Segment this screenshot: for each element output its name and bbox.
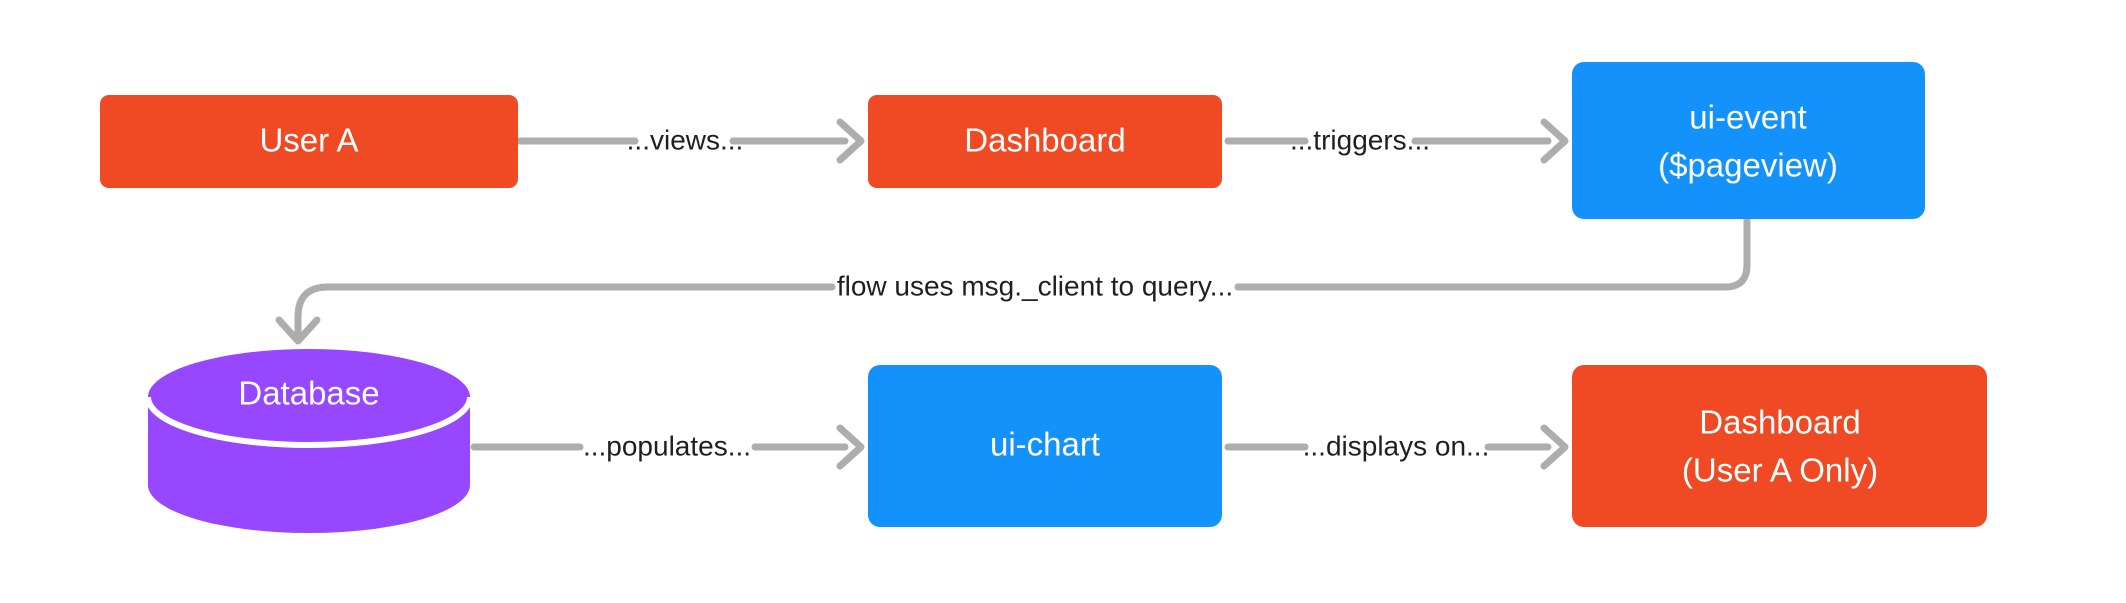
edge-views: ...views... bbox=[516, 118, 865, 164]
edge-populates-label: ...populates... bbox=[583, 430, 751, 461]
node-ui-chart[interactable]: ui-chart bbox=[868, 365, 1222, 527]
node-ui-event-shape[interactable] bbox=[1572, 62, 1925, 219]
edge-views-label: ...views... bbox=[627, 124, 744, 155]
node-user-a-label: User A bbox=[259, 122, 358, 159]
node-ui-event-label-line1: ui-event bbox=[1689, 99, 1806, 136]
edge-views-arrowhead bbox=[836, 118, 865, 164]
node-user-a[interactable]: User A bbox=[100, 95, 518, 188]
node-dashboard-user-a-label-line2: (User A Only) bbox=[1682, 452, 1878, 489]
edge-populates-arrowhead bbox=[836, 424, 865, 470]
node-dashboard-top[interactable]: Dashboard bbox=[868, 95, 1222, 188]
node-dashboard-top-label: Dashboard bbox=[964, 122, 1125, 159]
node-dashboard-top-shape[interactable] bbox=[868, 95, 1222, 188]
node-dashboard-user-a-shape[interactable] bbox=[1572, 365, 1987, 527]
node-dashboard-user-a-label-line1: Dashboard bbox=[1699, 404, 1860, 441]
node-ui-chart-label: ui-chart bbox=[990, 426, 1100, 463]
node-database[interactable]: Database bbox=[145, 349, 473, 533]
edge-query-line-right bbox=[1234, 215, 1751, 291]
edge-query: flow uses msg._client to query... bbox=[275, 215, 1751, 345]
edge-populates: ...populates... bbox=[470, 424, 865, 470]
edge-query-line-left bbox=[294, 283, 836, 341]
edge-query-label: flow uses msg._client to query... bbox=[837, 270, 1233, 301]
node-ui-chart-shape[interactable] bbox=[868, 365, 1222, 527]
edge-displays-label: ...displays on... bbox=[1303, 430, 1490, 461]
edge-query-arrowhead bbox=[275, 316, 321, 345]
node-database-label: Database bbox=[238, 375, 379, 412]
node-database-top-cap[interactable] bbox=[148, 349, 470, 445]
edge-displays-arrowhead bbox=[1540, 424, 1569, 470]
node-user-a-shape[interactable] bbox=[100, 95, 518, 188]
node-database-cap-divider bbox=[145, 396, 473, 448]
node-ui-event-label-line2: ($pageview) bbox=[1658, 147, 1838, 184]
edge-triggers-label: ...triggers... bbox=[1290, 124, 1430, 155]
edge-triggers-arrowhead bbox=[1540, 118, 1569, 164]
node-ui-event[interactable]: ui-event ($pageview) bbox=[1572, 62, 1925, 219]
node-dashboard-user-a[interactable]: Dashboard (User A Only) bbox=[1572, 365, 1987, 527]
edge-triggers: ...triggers... bbox=[1224, 118, 1569, 164]
edge-displays: ...displays on... bbox=[1224, 424, 1569, 470]
